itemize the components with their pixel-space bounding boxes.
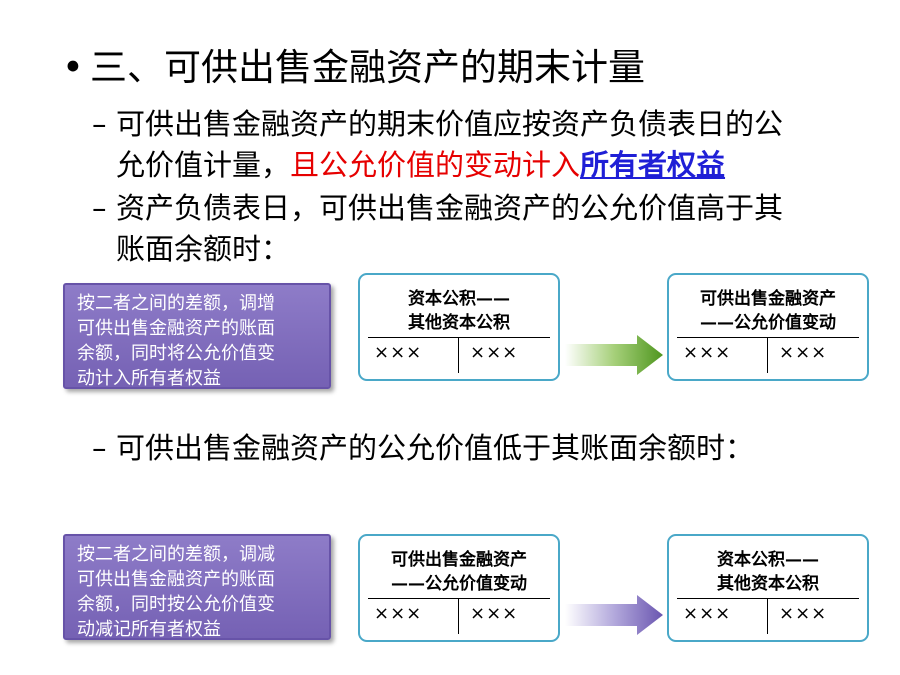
red-emphasis: 且公允价值的变动计入 (290, 148, 581, 182)
t-account-rule (677, 337, 859, 338)
point-3-line-1: –可供出售金融资产的公允价值低于其账面余额时： (92, 428, 754, 469)
account-title: 资本公积—— 其他资本公积 (717, 550, 819, 594)
dash: – (92, 431, 107, 465)
account-title: 可供出售金融资产 ——公允价值变动 (700, 289, 836, 333)
t-account-afs-fair-value: 可供出售金融资产 ——公允价值变动 ××× ××× (358, 534, 560, 642)
dash: – (92, 107, 107, 141)
t-account-divider (458, 598, 459, 634)
heading-text: 三、可供出售金融资产的期末计量 (90, 46, 645, 89)
bullet: • (62, 46, 84, 89)
debit-value: ××× (374, 603, 423, 624)
point-1-line-2: 允价值计量，且公允价值的变动计入所有者权益 (116, 148, 726, 182)
t-account-divider (767, 598, 768, 634)
t-account-capital-reserve: 资本公积—— 其他资本公积 ××× ××× (358, 273, 560, 381)
point-1-line-1: –可供出售金融资产的期末价值应按资产负债表日的公 (92, 104, 783, 145)
credit-value: ××× (779, 342, 828, 363)
dash: – (92, 191, 107, 225)
account-title: 可供出售金融资产 ——公允价值变动 (391, 550, 527, 594)
debit-value: ××× (683, 603, 732, 624)
credit-value: ××× (779, 603, 828, 624)
t-account-rule (368, 598, 550, 599)
right-arrow-icon (565, 595, 663, 635)
t-account-rule (368, 337, 550, 338)
t-account-afs-fair-value: 可供出售金融资产 ——公允价值变动 ××× ××× (667, 273, 869, 381)
slide-heading: •三、可供出售金融资产的期末计量 (62, 42, 645, 94)
point-2-line-1: –资产负债表日，可供出售金融资产的公允价值高于其 (92, 188, 783, 229)
t-account-divider (767, 337, 768, 373)
debit-value: ××× (374, 342, 423, 363)
account-title: 资本公积—— 其他资本公积 (408, 289, 510, 333)
t-account-divider (458, 337, 459, 373)
right-arrow-icon (565, 335, 663, 375)
credit-value: ××× (470, 342, 519, 363)
debit-value: ××× (683, 342, 732, 363)
t-account-capital-reserve: 资本公积—— 其他资本公积 ××× ××× (667, 534, 869, 642)
owners-equity-link[interactable]: 所有者权益 (580, 148, 726, 182)
t-account-rule (677, 598, 859, 599)
increase-explanation-box: 按二者之间的差额，调增 可供出售金融资产的账面 余额，同时将公允价值变 动计入所… (63, 283, 331, 389)
point-2-line-2: 账面余额时： (116, 232, 291, 266)
credit-value: ××× (470, 603, 519, 624)
decrease-explanation-box: 按二者之间的差额，调减 可供出售金融资产的账面 余额，同时按公允价值变 动减记所… (63, 534, 331, 640)
